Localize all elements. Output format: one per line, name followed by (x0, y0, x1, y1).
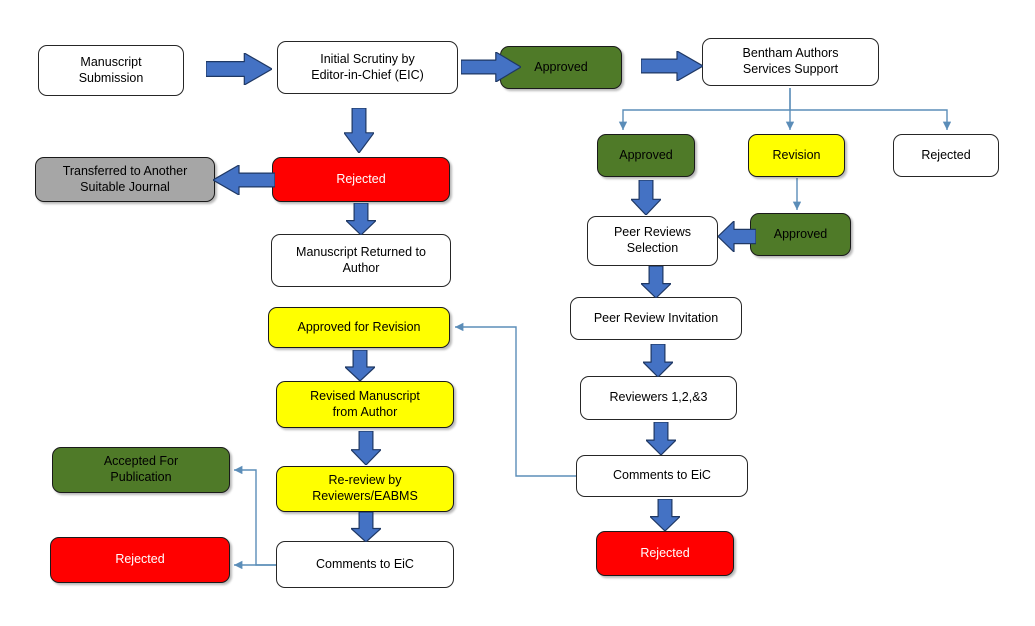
node-transferred-journal[interactable]: Transferred to Another Suitable Journal (35, 157, 215, 202)
node-accepted-for-publication[interactable]: Accepted For Publication (52, 447, 230, 493)
arrow-rejected-to-transferred (213, 165, 275, 195)
node-bentham-authors-services[interactable]: Bentham Authors Services Support (702, 38, 879, 86)
arrow-submission-to-scrutiny (206, 53, 272, 85)
node-approved-eic[interactable]: Approved (500, 46, 622, 89)
arrow-scrutiny-to-rejected (344, 108, 374, 153)
arrow-rereview-to-comments (351, 512, 381, 542)
node-rejected-eic[interactable]: Rejected (272, 157, 450, 202)
node-manuscript-returned[interactable]: Manuscript Returned to Author (271, 234, 451, 287)
arrow-reviewers-to-comments (646, 422, 676, 455)
node-re-review-eabms[interactable]: Re-review by Reviewers/EABMS (276, 466, 454, 512)
connector-comments-right-to-approvedrevision (455, 322, 576, 477)
node-initial-scrutiny[interactable]: Initial Scrutiny by Editor-in-Chief (EIC… (277, 41, 458, 94)
arrow-approved-to-bas (641, 51, 703, 81)
arrow-approvedbas-to-peer (631, 180, 661, 215)
arrow-revision-to-revised (345, 350, 375, 381)
node-manuscript-submission[interactable]: Manuscript Submission (38, 45, 184, 96)
node-approved-for-revision[interactable]: Approved for Revision (268, 307, 450, 348)
arrow-peer-to-invitation (641, 266, 671, 298)
node-approved-revision-ok[interactable]: Approved (750, 213, 851, 256)
arrow-invitation-to-reviewers (643, 344, 673, 377)
arrow-rejected-to-returned (346, 203, 376, 235)
node-approved-bas[interactable]: Approved (597, 134, 695, 177)
connector-bas-to-approved (618, 88, 791, 130)
node-peer-reviews-selection[interactable]: Peer Reviews Selection (587, 216, 718, 266)
connector-comments-left-to-accepted (234, 465, 276, 566)
arrow-scrutiny-to-approved (461, 52, 521, 82)
arrow-approvedok-to-peer (718, 221, 756, 252)
node-rejected-bas[interactable]: Rejected (893, 134, 999, 177)
arrow-comments-to-rejected (650, 499, 680, 531)
arrow-revised-to-rereview (351, 431, 381, 465)
node-reviewers-123[interactable]: Reviewers 1,2,&3 (580, 376, 737, 420)
connector-bas-to-rejected (790, 109, 952, 130)
node-rejected-final[interactable]: Rejected (50, 537, 230, 583)
node-comments-to-eic-left[interactable]: Comments to EiC (276, 541, 454, 588)
node-rejected-after-review[interactable]: Rejected (596, 531, 734, 576)
node-peer-review-invitation[interactable]: Peer Review Invitation (570, 297, 742, 340)
node-revision-bas[interactable]: Revision (748, 134, 845, 177)
node-comments-to-eic-right[interactable]: Comments to EiC (576, 455, 748, 497)
node-revised-manuscript[interactable]: Revised Manuscript from Author (276, 381, 454, 428)
